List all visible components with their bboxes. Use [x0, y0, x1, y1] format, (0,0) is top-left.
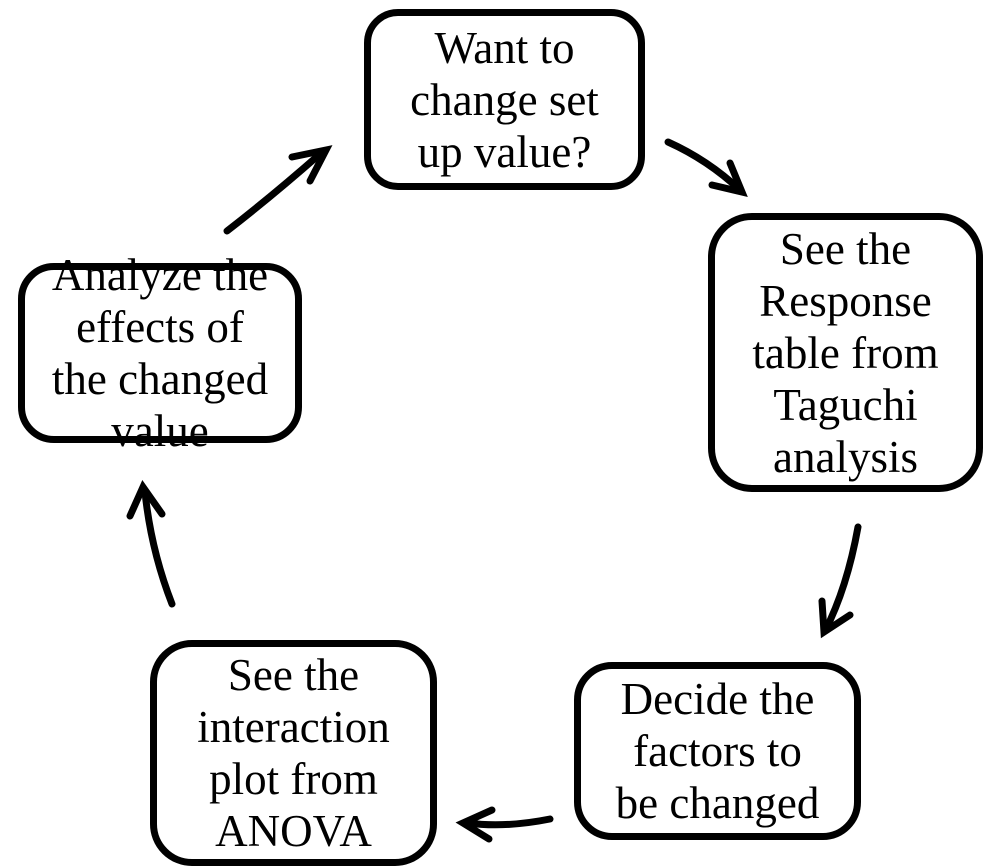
node-see-interaction-plot-label: See the interaction plot from ANOVA — [197, 650, 390, 856]
arrow-shaft — [821, 523, 862, 635]
node-want-to-change: Want to change set up value? — [364, 9, 645, 190]
node-see-response-table-label: See the Response table from Taguchi anal… — [752, 223, 939, 482]
node-want-to-change-label: Want to change set up value? — [410, 22, 599, 177]
node-analyze-effects: Analyze the effects of the changed value — [18, 250, 302, 456]
arrow-analyze-to-want — [223, 145, 333, 235]
arrow-interaction-to-analyze — [126, 479, 176, 608]
node-see-response-table: See the Response table from Taguchi anal… — [708, 213, 983, 492]
node-decide-factors: Decide the factors to be changed — [574, 662, 861, 840]
arrow-decide-to-interaction — [455, 806, 554, 843]
arrow-shaft — [141, 488, 176, 608]
arrow-head-icon — [818, 597, 854, 639]
arrow-shaft — [464, 815, 554, 829]
node-analyze-effects-label: Analyze the effects of the changed value — [51, 250, 269, 456]
node-see-interaction-plot: See the interaction plot from ANOVA — [150, 640, 437, 866]
arrow-shaft — [223, 150, 324, 235]
arrow-want-to-response — [664, 138, 748, 197]
arrow-head-icon — [455, 806, 496, 843]
node-decide-factors-label: Decide the factors to be changed — [615, 674, 820, 828]
arrow-response-to-decide — [818, 523, 862, 639]
arrow-head-icon — [708, 159, 748, 197]
arrow-head-icon — [288, 145, 333, 185]
arrow-head-icon — [126, 479, 166, 520]
arrow-shaft — [664, 138, 744, 194]
